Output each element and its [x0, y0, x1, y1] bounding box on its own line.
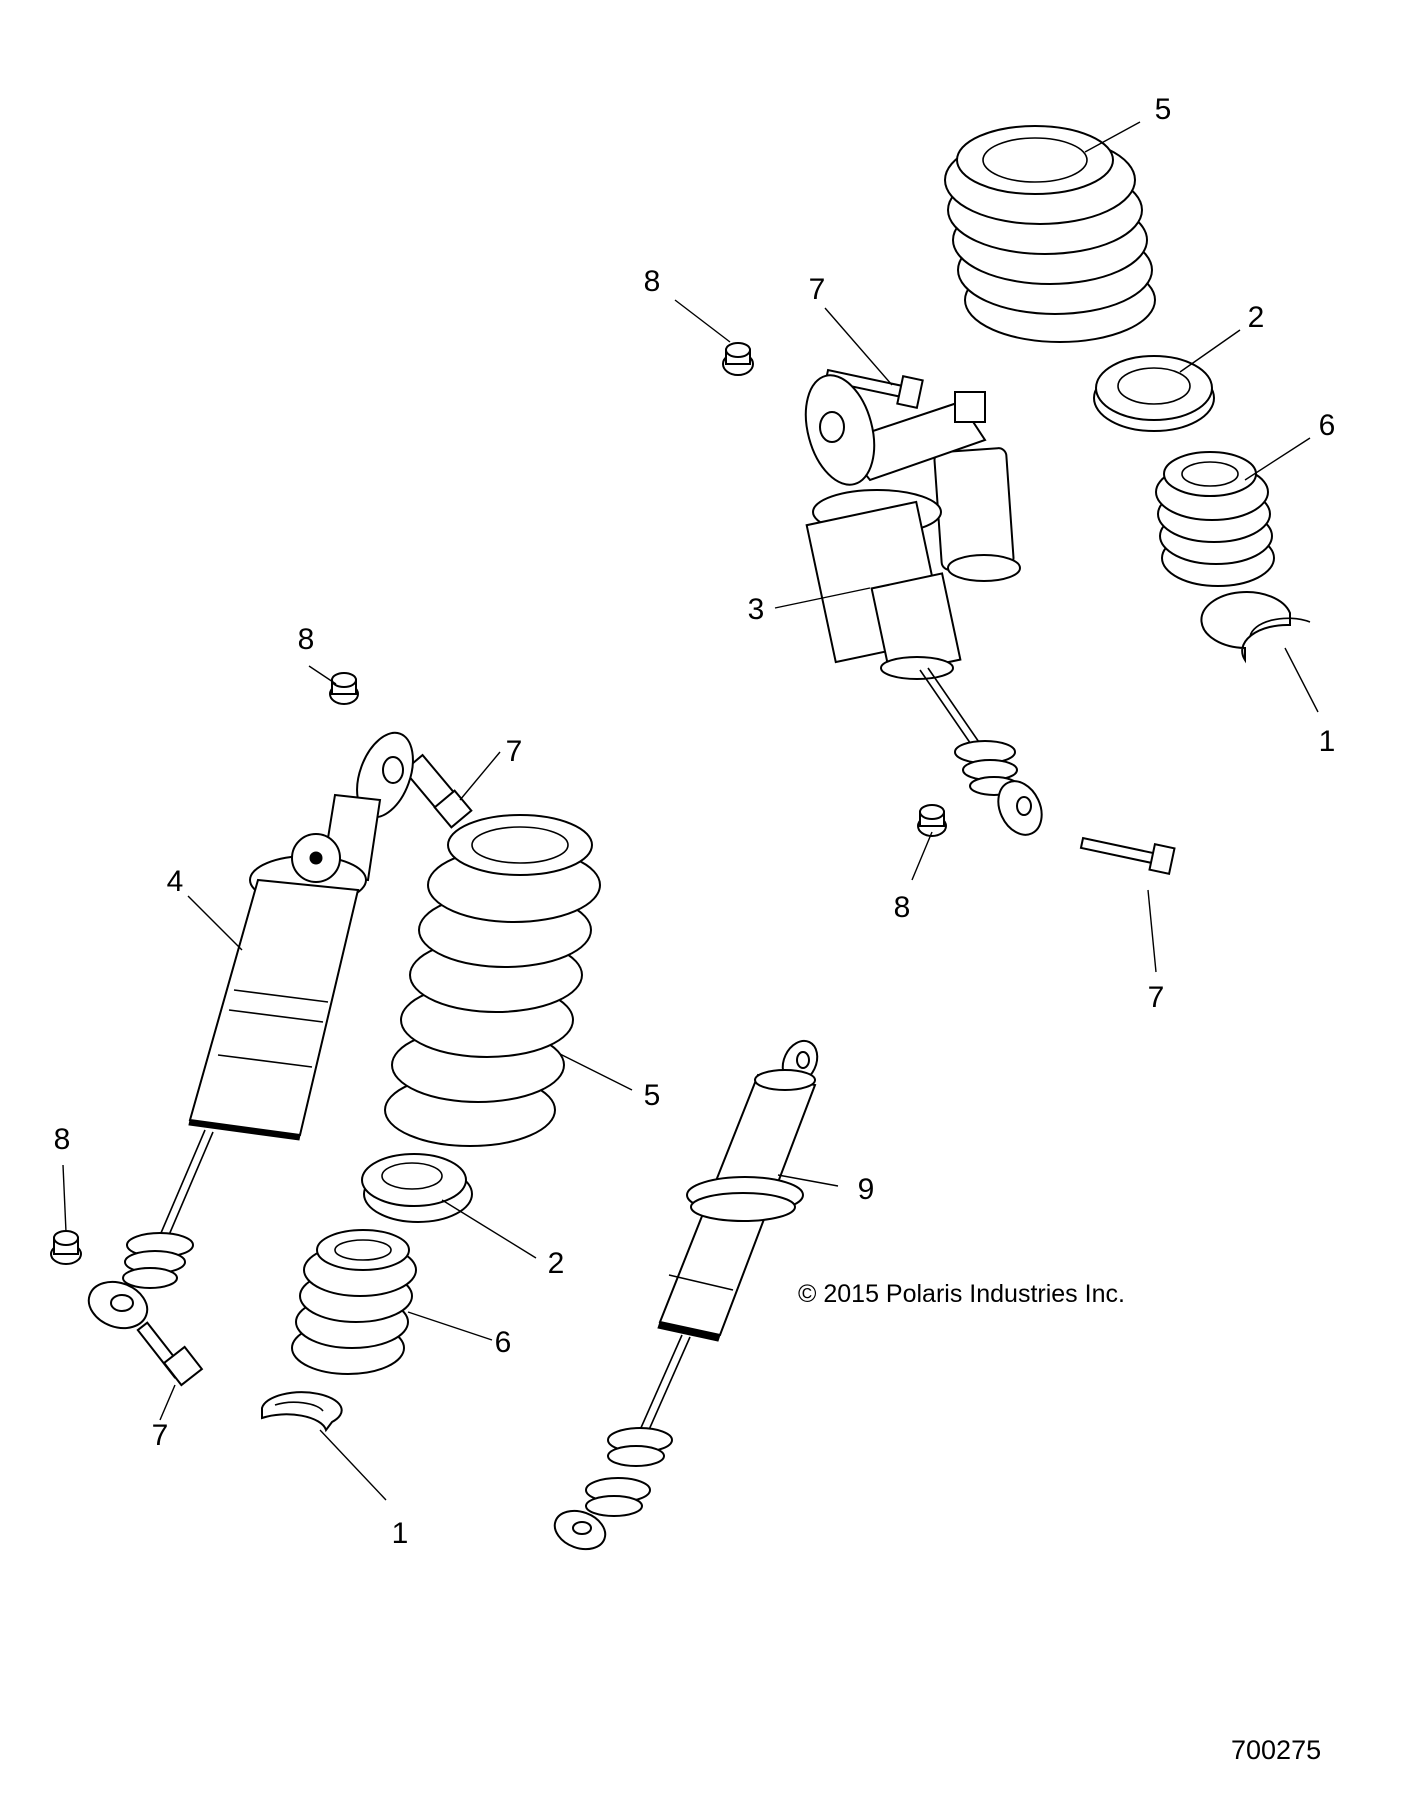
- reservoir-shock-absorber: [804, 374, 1043, 836]
- retainer-clip-left: [261, 1391, 343, 1433]
- callout-2-top: 2: [1247, 301, 1265, 334]
- coilover-shock-absorber: [553, 1039, 819, 1551]
- coil-spring-small-mid: [291, 1229, 417, 1375]
- coil-spring-large-top: [944, 125, 1156, 343]
- spring-seat-top: [1093, 355, 1215, 432]
- callout-8-mid-right: 8: [893, 891, 911, 924]
- callout-7-top: 7: [808, 273, 826, 306]
- piggyback-shock-absorber: [87, 731, 414, 1330]
- callout-9: 9: [857, 1173, 875, 1206]
- callout-7-left-top: 7: [505, 735, 523, 768]
- callout-8-left-top: 8: [297, 623, 315, 656]
- callout-5-top: 5: [1154, 93, 1172, 126]
- spring-seat-mid: [361, 1153, 473, 1223]
- retainer-clip-right: [1200, 591, 1311, 664]
- flange-bolt-right: [1079, 836, 1176, 875]
- coil-spring-small-top: [1155, 451, 1275, 587]
- flange-nut-mid-right: [917, 804, 947, 837]
- callout-6-top: 6: [1318, 409, 1336, 442]
- callout-7-right: 7: [1147, 981, 1165, 1014]
- callout-8-top: 8: [643, 265, 661, 298]
- copyright-notice: © 2015 Polaris Industries Inc.: [798, 1280, 1125, 1308]
- callout-5-mid: 5: [643, 1079, 661, 1112]
- figure-number: 700275: [1231, 1735, 1322, 1765]
- callout-6-mid: 6: [494, 1326, 512, 1359]
- coil-spring-large-mid: [384, 814, 601, 1147]
- flange-bolt-left-top: [402, 753, 473, 829]
- flange-nut-left: [50, 1230, 82, 1265]
- callout-4: 4: [166, 865, 184, 898]
- callout-1-left: 1: [391, 1517, 409, 1550]
- flange-nut-left-top: [329, 672, 359, 705]
- flange-bolt-top: [824, 368, 924, 409]
- callout-1-right: 1: [1318, 725, 1336, 758]
- leader-lines: [62, 121, 1319, 1501]
- callout-2-mid: 2: [547, 1247, 565, 1280]
- flange-nut-top: [722, 342, 754, 376]
- callout-7-left: 7: [151, 1419, 169, 1452]
- callout-3: 3: [747, 593, 765, 626]
- callout-8-left: 8: [53, 1123, 71, 1156]
- flange-bolt-left: [136, 1321, 204, 1387]
